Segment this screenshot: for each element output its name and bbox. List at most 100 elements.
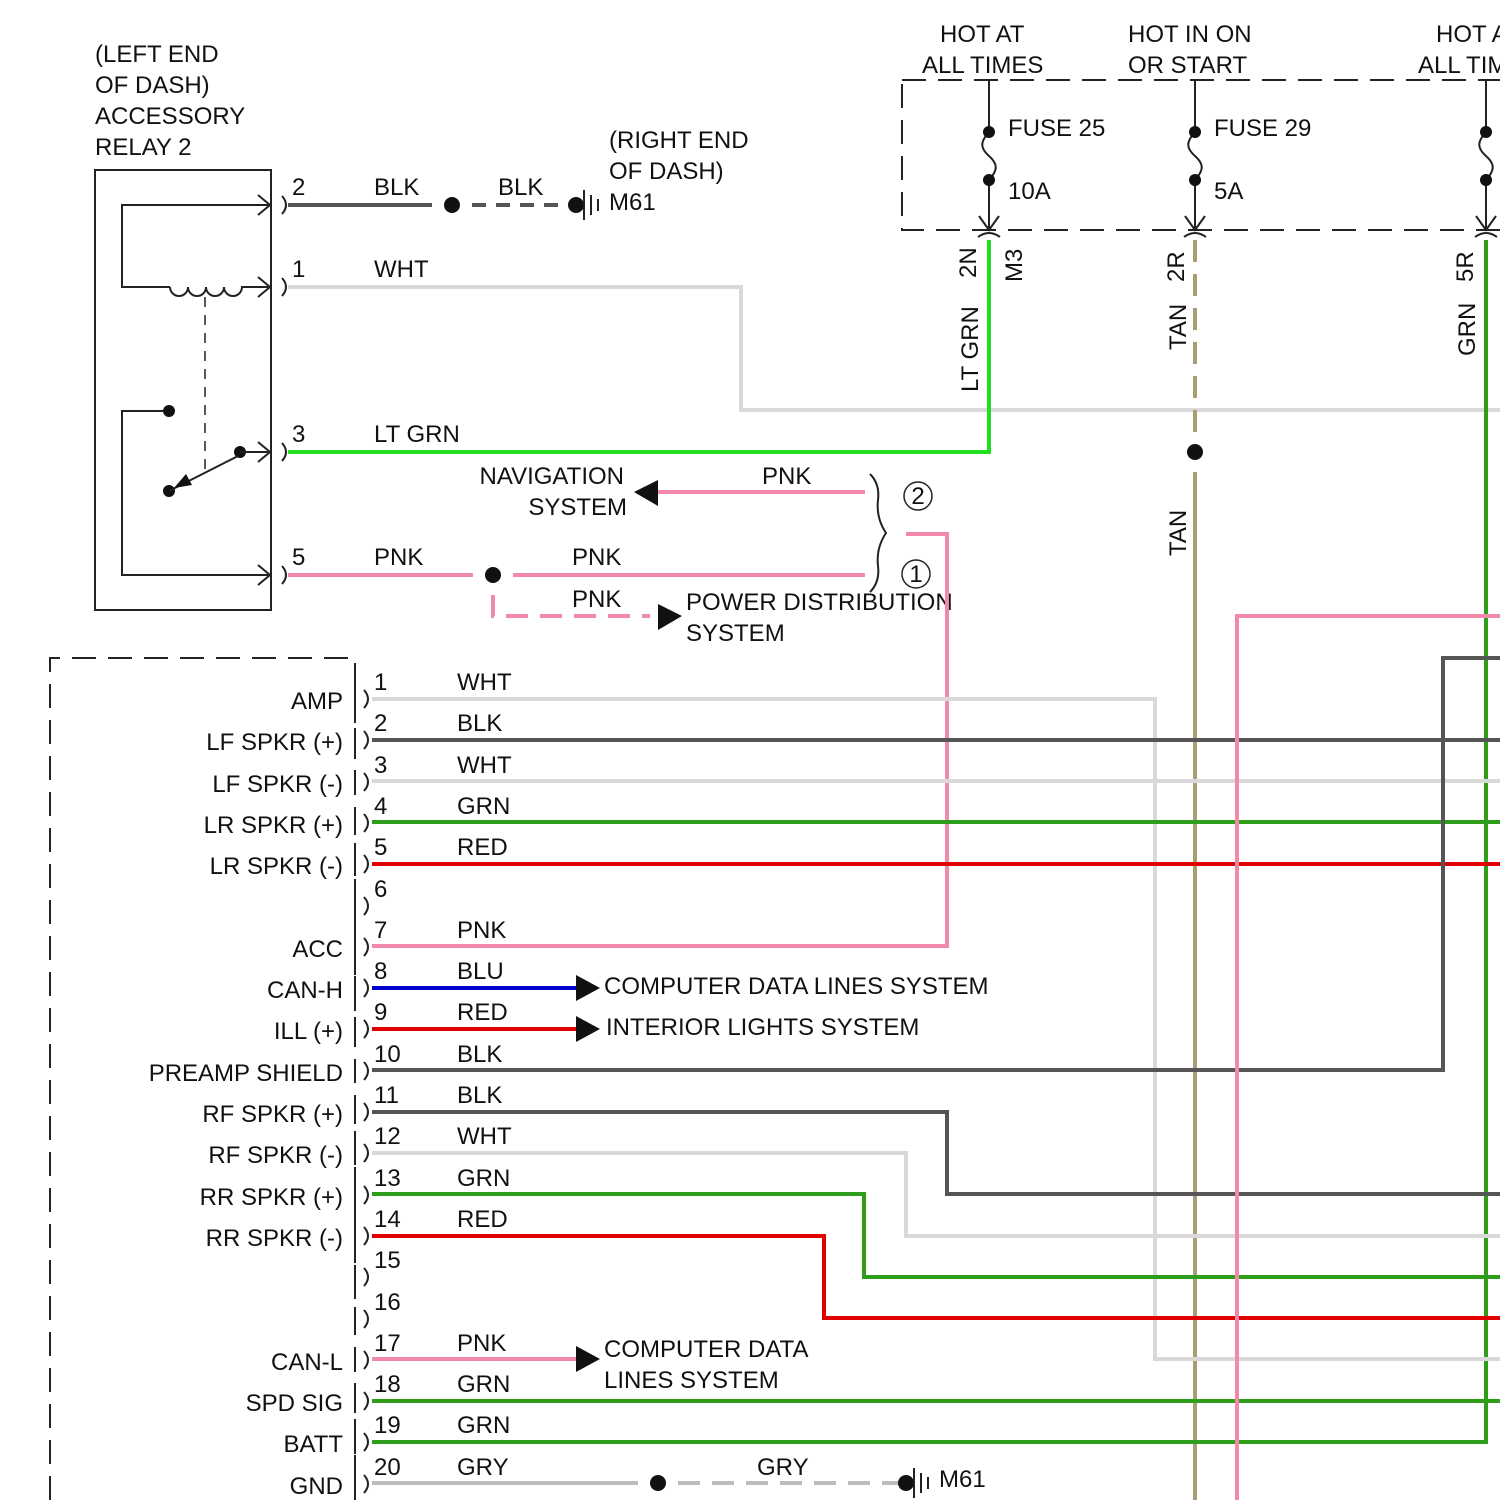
connector-brace xyxy=(870,474,886,592)
fuse-right-icon xyxy=(1475,80,1497,237)
radio-pin-number: 9 xyxy=(374,999,387,1026)
radio-pin-row: 12RF SPKR (-)WHT xyxy=(208,1123,512,1169)
relay-name-line2: RELAY 2 xyxy=(95,134,192,161)
fuse25-terminal xyxy=(983,174,995,186)
radio-pin-number: 13 xyxy=(374,1165,401,1192)
radio-pin-row: 11RF SPKR (+)BLK xyxy=(202,1082,502,1128)
radio-pin-wire-color: WHT xyxy=(457,1123,512,1150)
fuse25-terminal xyxy=(983,126,995,138)
fuse-block-border xyxy=(902,80,1500,230)
fuse25-rating: 10A xyxy=(1008,178,1051,205)
radio-pin-terminal xyxy=(364,938,368,956)
radio-pin-wire-color: GRY xyxy=(457,1454,509,1481)
radio-pin-label: LF SPKR (-) xyxy=(212,771,343,798)
radio-pin-label: RR SPKR (+) xyxy=(200,1184,343,1211)
radio-pin-terminal xyxy=(364,855,368,873)
radio-pin-row: 5LR SPKR (-)RED xyxy=(210,834,508,880)
radio-pin-wire-color: GRN xyxy=(457,1371,510,1398)
power-distribution-label-line1: POWER DISTRIBUTION xyxy=(686,589,953,616)
relay-pin-2: 2 xyxy=(292,174,305,201)
relay-name-line1: ACCESSORY xyxy=(95,103,245,130)
radio-pin-terminal xyxy=(364,1268,368,1286)
radio-pin-wire-color: BLK xyxy=(457,710,502,737)
relay-pin-3-wire: LT GRN xyxy=(374,421,460,448)
fuse29-wire-tan-lower: TAN xyxy=(1165,510,1192,556)
fuse29-hot-line2: OR START xyxy=(1128,52,1247,79)
radio-pin-label: LR SPKR (+) xyxy=(204,812,343,839)
ground-dot xyxy=(568,197,584,213)
fuse29-rating: 5A xyxy=(1214,178,1243,205)
dest-pin17-line1: COMPUTER DATA xyxy=(604,1336,808,1363)
dest-pin9: INTERIOR LIGHTS SYSTEM xyxy=(606,1014,919,1041)
arrow-ill-icon xyxy=(576,1016,600,1042)
radio-pin-label: LF SPKR (+) xyxy=(206,729,343,756)
relay-arm-arrow-icon xyxy=(174,474,192,488)
fuse29-name: FUSE 29 xyxy=(1214,115,1311,142)
nav-label-line2: SYSTEM xyxy=(528,494,627,521)
radio-pin-wire-color: RED xyxy=(457,834,508,861)
ground-top-location-line2: OF DASH) xyxy=(609,158,724,185)
radio-pin-terminal xyxy=(364,1351,368,1369)
relay-coil-icon xyxy=(170,287,268,296)
radio-pin-wire-color: WHT xyxy=(457,669,512,696)
fuse25-hot-line1: HOT AT xyxy=(940,21,1025,48)
radio-pin-number: 11 xyxy=(374,1082,399,1109)
radio-pin-row: 14RR SPKR (-)RED xyxy=(206,1206,508,1252)
radio-pin-row: 3LF SPKR (-)WHT xyxy=(212,752,512,798)
fuse25-pin-2n: 2N xyxy=(955,247,982,278)
radio-pin-number: 4 xyxy=(374,793,387,820)
radio-pin-number: 12 xyxy=(374,1123,401,1150)
relay-pin-3: 3 xyxy=(292,421,305,448)
radio-pin-terminal xyxy=(364,897,368,915)
radio-pin-terminal xyxy=(364,731,368,749)
nav-wire-label: PNK xyxy=(762,463,811,490)
radio-pin-row: 4 LR SPKR (+) GRN xyxy=(204,793,511,839)
fuse29-wire-tan: TAN xyxy=(1165,304,1192,350)
radio-pin-terminal xyxy=(364,979,368,997)
radio-pin-wire-color: GRN xyxy=(457,793,510,820)
radio-pin-number: 15 xyxy=(374,1247,401,1274)
relay-location-line2: OF DASH) xyxy=(95,72,210,99)
radio-pin-label: GND xyxy=(290,1473,343,1500)
radio-pin-terminal xyxy=(364,1475,368,1493)
radio-pin-row: 15 xyxy=(355,1247,401,1289)
radio-pin-row: 1AMPWHT xyxy=(291,669,512,715)
radio-pin-label: ACC xyxy=(292,936,343,963)
wire-pin20-gry-label2: GRY xyxy=(757,1454,809,1481)
fuse-right-pin-5r: 5R xyxy=(1452,251,1479,282)
fuse-right-terminal xyxy=(1480,174,1492,186)
fuse-right-terminal xyxy=(1480,126,1492,138)
relay-pin-5-wire: PNK xyxy=(374,544,423,571)
dest-pin8: COMPUTER DATA LINES SYSTEM xyxy=(604,973,989,1000)
radio-pin-number: 3 xyxy=(374,752,387,779)
radio-pin-terminal xyxy=(364,1433,368,1451)
radio-pin-row: 17CAN-LPNK xyxy=(271,1330,506,1376)
splice-dot xyxy=(650,1475,666,1491)
radio-pin-label: CAN-H xyxy=(267,977,343,1004)
ground-bottom-ref: M61 xyxy=(939,1466,986,1493)
radio-pins: 1AMPWHT2LF SPKR (+)BLK3LF SPKR (-)WHT4LR… xyxy=(149,669,512,1500)
relay-pin-1-wire: WHT xyxy=(374,256,429,283)
radio-pin-number: 8 xyxy=(374,958,387,985)
radio-pin-label: PREAMP SHIELD xyxy=(149,1060,343,1087)
radio-pin-terminal xyxy=(364,1392,368,1410)
radio-pin-row: 7ACCPNK xyxy=(292,917,506,963)
fuse29-terminal xyxy=(1189,174,1201,186)
radio-pin-wire-color: GRN xyxy=(457,1412,510,1439)
wire-relay1-wht xyxy=(288,287,1500,410)
dest-pin17-line2: LINES SYSTEM xyxy=(604,1367,779,1394)
wire-right-pnk xyxy=(1237,616,1500,1500)
relay-location-line1: (LEFT END xyxy=(95,41,219,68)
radio-pin-wire-color: GRN xyxy=(457,1165,510,1192)
arrow-can-l-icon xyxy=(576,1346,600,1372)
relay-pin-2-wire2: BLK xyxy=(498,174,543,201)
fuse-right-hot-line1: HOT AT xyxy=(1436,21,1500,48)
radio-pin-wire-color: PNK xyxy=(457,917,506,944)
splice-dot xyxy=(444,197,460,213)
radio-pin-row: 6 xyxy=(355,876,387,918)
relay-pin-5: 5 xyxy=(292,544,305,571)
relay-contact-nc xyxy=(163,405,175,417)
radio-pin-terminal xyxy=(364,1227,368,1245)
